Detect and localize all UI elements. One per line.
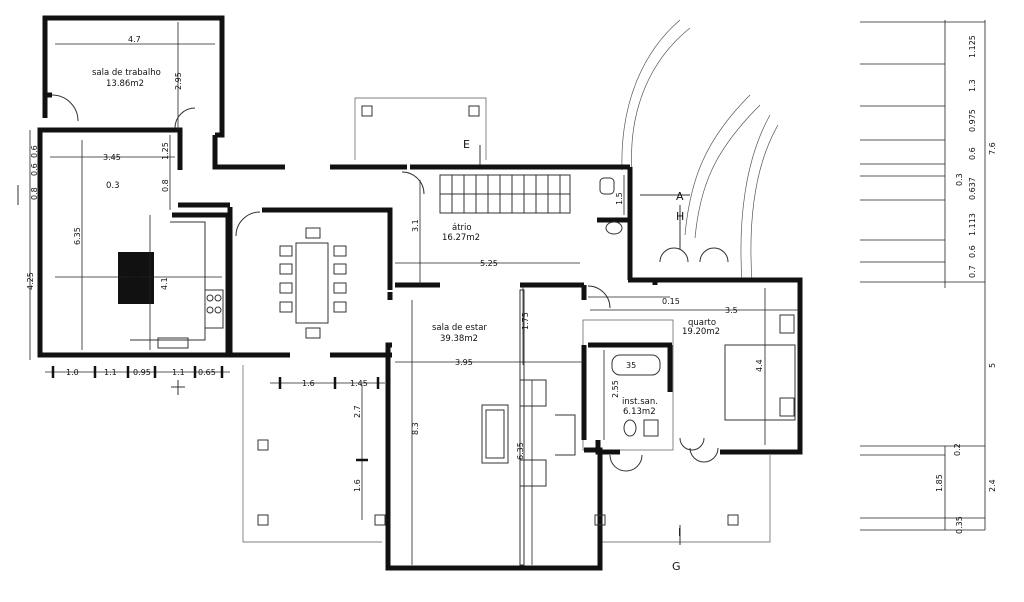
dim-label: 4.8 xyxy=(128,274,141,283)
door-swings xyxy=(51,94,729,472)
level-label: 1.125 xyxy=(968,35,977,58)
dim-label: 1.75 xyxy=(521,312,530,330)
dim-label: 3.5 xyxy=(725,306,738,315)
dim-label: 5.25 xyxy=(480,259,498,268)
dining-table xyxy=(279,227,347,339)
room-name-quarto: quarto xyxy=(688,318,716,328)
section-label-h: H xyxy=(676,210,684,223)
dim-label: 2.7 xyxy=(353,405,362,418)
level-label: 0.975 xyxy=(968,109,977,132)
staircase xyxy=(439,174,571,214)
kitchen-fixtures xyxy=(118,221,224,349)
section-label-a: A xyxy=(676,190,684,203)
dim-label: 1.25 xyxy=(161,142,170,160)
dim-label: 1.6 xyxy=(353,479,362,492)
level-label: 0.3 xyxy=(955,173,964,186)
dim-label: 6.35 xyxy=(516,442,525,460)
section-label-i: I xyxy=(678,526,681,539)
dim-label: 1.6 xyxy=(302,379,315,388)
level-label: 5 xyxy=(988,363,997,368)
terrace-outlines xyxy=(242,19,779,543)
level-label: 0.35 xyxy=(955,516,964,534)
room-area-sala-trabalho: 13.86m2 xyxy=(106,79,144,89)
level-labels: 1.125 1.3 0.975 0.6 0.3 0.637 1.113 0.6 … xyxy=(935,35,997,534)
room-labels: sala de trabalho 13.86m2 0.3 átrio 16.27… xyxy=(92,68,720,417)
dimension-labels: 4.7 2.95 3.45 1.25 0.8 0.6 0.6 0.8 6.35 … xyxy=(26,35,764,492)
bed xyxy=(724,314,796,421)
dim-label: 4.1 xyxy=(160,277,169,290)
dimension-lines xyxy=(29,22,800,565)
section-markers: E A H G I xyxy=(17,138,690,573)
room-name-cozinha: 0.3 xyxy=(106,181,120,191)
dim-label: 1.5 xyxy=(615,192,624,205)
dim-label: 1.45 xyxy=(350,379,368,388)
dim-label: 2.95 xyxy=(174,72,183,90)
level-label: 0.6 xyxy=(968,245,977,258)
bathroom-fixtures xyxy=(599,177,661,437)
room-name-inst-san: inst.san. xyxy=(622,397,658,407)
room-area-inst-san: 6.13m2 xyxy=(623,407,656,417)
dim-label: 1.1 xyxy=(104,368,117,377)
dim-label: 0.6 xyxy=(30,163,39,176)
room-area-quarto: 19.20m2 xyxy=(682,327,720,337)
level-ladder xyxy=(860,20,986,531)
dim-label: 0.6 xyxy=(30,145,39,158)
level-label: 1.3 xyxy=(968,79,977,92)
room-name-sala-trabalho: sala de trabalho xyxy=(92,68,161,78)
dim-label: 8.3 xyxy=(411,422,420,435)
dim-label: 6.35 xyxy=(73,227,82,245)
level-label: 2.4 xyxy=(988,479,997,492)
dim-label: 4.7 xyxy=(128,35,141,44)
section-label-e: E xyxy=(463,138,470,151)
dim-label: 1.0 xyxy=(66,368,79,377)
dim-label: 0.65 xyxy=(198,368,216,377)
level-label: 1.113 xyxy=(968,213,977,236)
dim-label: 2.55 xyxy=(611,380,620,398)
dim-label: 0.95 xyxy=(133,368,151,377)
section-label-g: G xyxy=(672,560,681,573)
level-label: 1.85 xyxy=(935,474,944,492)
room-area-atrio: 16.27m2 xyxy=(442,233,480,243)
level-label: 0.2 xyxy=(953,443,962,456)
room-name-sala-estar: sala de estar xyxy=(432,323,487,333)
room-name-atrio: átrio xyxy=(452,223,472,233)
level-label: 0.6 xyxy=(968,147,977,160)
dim-label: 4.25 xyxy=(26,272,35,290)
dim-label: 3.95 xyxy=(455,358,473,367)
dim-label: 35 xyxy=(626,361,636,370)
dim-label: 0.15 xyxy=(662,297,680,306)
dim-label: 3.45 xyxy=(103,153,121,162)
level-label: 0.637 xyxy=(968,177,977,200)
dim-label: 4.4 xyxy=(755,359,764,372)
dim-label: 1.1 xyxy=(172,368,185,377)
room-area-sala-estar: 39.38m2 xyxy=(440,334,478,344)
dim-label: 3.1 xyxy=(411,219,420,232)
columns xyxy=(257,105,739,526)
exterior-walls xyxy=(37,15,803,571)
dim-label: 0.8 xyxy=(30,187,39,200)
level-label: 0.7 xyxy=(968,265,977,278)
dim-label: 0.8 xyxy=(161,179,170,192)
living-furniture xyxy=(481,289,576,566)
level-label: 7.6 xyxy=(988,142,997,155)
